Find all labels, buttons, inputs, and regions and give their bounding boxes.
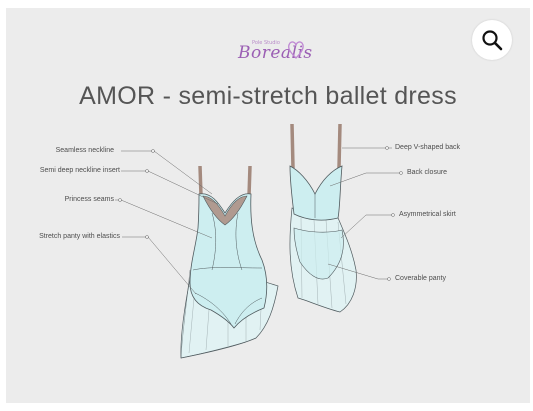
front-strap-right (247, 165, 252, 197)
dress-illustration (115, 123, 403, 359)
magnifier-icon (482, 30, 503, 51)
leader-lines-back (327, 146, 403, 281)
label-semi-deep-neckline-insert: Semi deep neckline insert (39, 167, 120, 174)
brand-small-text: Pole Studio (252, 40, 280, 46)
front-neckline-insert (202, 195, 248, 226)
label-princess-seams: Princess seams (64, 196, 114, 203)
brand-logo: Pole Studio Borealis (232, 36, 312, 70)
label-asymmetrical-skirt: Asymmetrical skirt (399, 211, 456, 218)
back-view-dress (289, 123, 357, 313)
label-back-closure: Back closure (407, 169, 448, 176)
label-stretch-panty: Stretch panty with elastics (39, 233, 120, 240)
label-coverable-panty: Coverable panty (395, 275, 446, 282)
product-title: AMOR - semi-stretch ballet dress (79, 82, 457, 110)
back-strap-left (290, 123, 295, 169)
leader-lines-front (115, 149, 219, 295)
zoom-button[interactable] (472, 20, 512, 60)
brand-name: Borealis (238, 43, 313, 63)
front-bodice (189, 193, 268, 329)
heart-icon (288, 41, 304, 59)
label-seamless-neckline: Seamless neckline (55, 147, 114, 154)
front-view-dress (180, 165, 279, 359)
back-bodice (289, 165, 343, 221)
back-panty (293, 227, 344, 280)
front-strap-left (198, 165, 203, 197)
back-strap-right (337, 123, 342, 169)
label-deep-v-back: Deep V-shaped back (395, 144, 460, 151)
product-image: Pole Studio Borealis AMOR - semi-stretch… (6, 8, 530, 403)
